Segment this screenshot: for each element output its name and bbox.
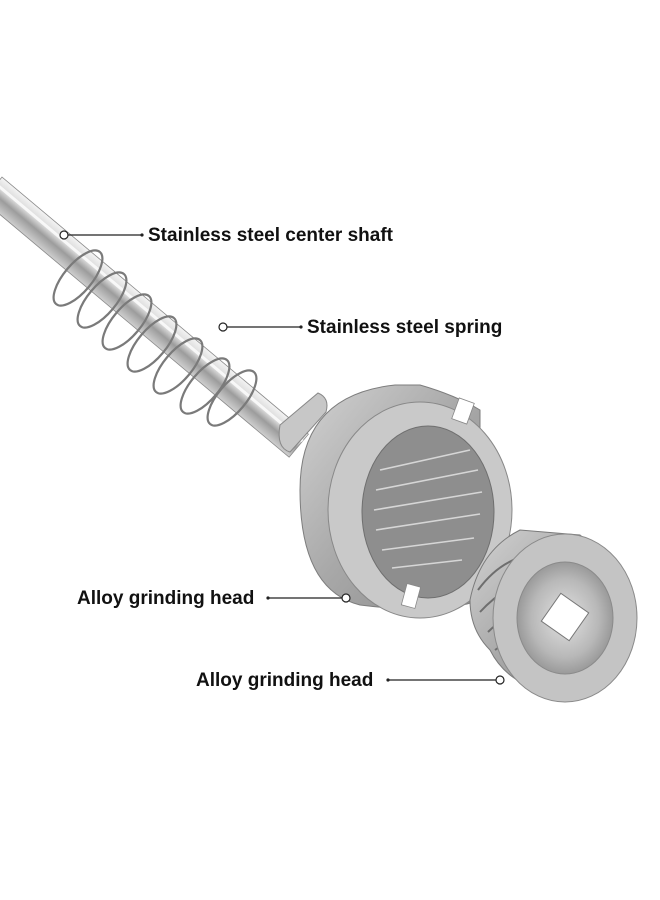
spring bbox=[52, 249, 258, 427]
shaft-marker bbox=[59, 230, 69, 240]
inner-grinding-head bbox=[469, 529, 638, 703]
spring-marker bbox=[218, 322, 228, 332]
shaft-callout-label: Stainless steel center shaft bbox=[148, 225, 393, 246]
outer-grinding-head bbox=[299, 384, 513, 619]
outer-burr-callout-label: Alloy grinding head bbox=[77, 588, 255, 609]
inner-burr-marker bbox=[495, 675, 505, 685]
spring-callout-label: Stainless steel spring bbox=[307, 317, 503, 338]
callout-lines bbox=[59, 230, 505, 685]
inner-burr-callout-label: Alloy grinding head bbox=[196, 670, 374, 691]
outer-burr-marker bbox=[341, 593, 351, 603]
